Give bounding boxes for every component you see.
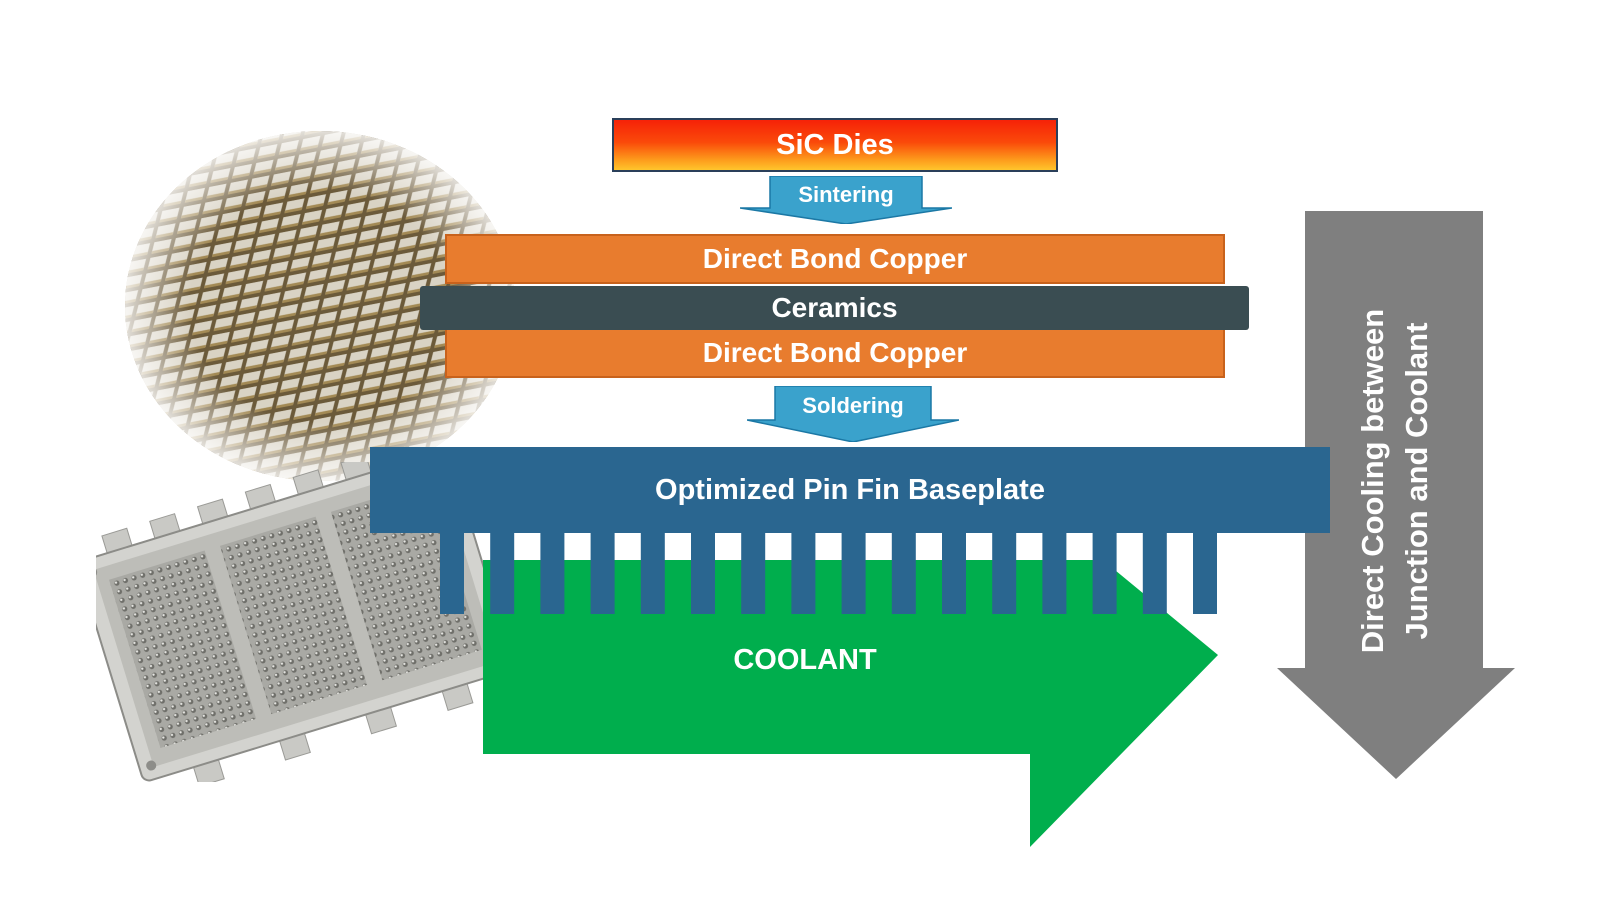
- sintering-arrow: [740, 176, 952, 224]
- pin-fin: [540, 532, 565, 614]
- direct-cooling-label: Direct Cooling between Junction and Cool…: [1347, 246, 1443, 716]
- coolant-arrow: [483, 560, 1218, 847]
- pin-fin: [440, 532, 464, 614]
- direct-bond-copper-top: Direct Bond Copper: [445, 234, 1225, 284]
- ceramics-layer: Ceramics: [420, 286, 1249, 330]
- pin-fin: [640, 532, 665, 614]
- pin-fin: [490, 532, 515, 614]
- pin-fin: [1142, 532, 1167, 614]
- power-module-image: [96, 462, 514, 782]
- pin-fin: [791, 532, 816, 614]
- pin-fins: [440, 532, 1217, 614]
- pin-fin-baseplate: Optimized Pin Fin Baseplate: [370, 447, 1330, 533]
- sic-dies-layer: SiC Dies: [612, 118, 1058, 172]
- pin-fin: [942, 532, 966, 614]
- pin-fin: [691, 532, 715, 614]
- pin-fin: [590, 532, 615, 614]
- pin-fin: [1042, 532, 1067, 614]
- pin-fin: [741, 532, 766, 614]
- pin-fin: [891, 532, 916, 614]
- pin-fin: [841, 532, 866, 614]
- sintering-label: Sintering: [798, 182, 894, 207]
- direct-cooling-line-1: Direct Cooling between: [1355, 308, 1390, 654]
- direct-cooling-line-2: Junction and Coolant: [1399, 322, 1434, 640]
- pin-fin: [992, 532, 1017, 614]
- pin-fin: [1092, 532, 1117, 614]
- pin-fin: [1193, 532, 1217, 614]
- coolant-label: COOLANT: [733, 643, 877, 676]
- direct-bond-copper-bottom: Direct Bond Copper: [445, 328, 1225, 378]
- direct-cooling-arrow: [1277, 211, 1515, 779]
- soldering-arrow: [747, 386, 959, 442]
- soldering-label: Soldering: [802, 393, 904, 418]
